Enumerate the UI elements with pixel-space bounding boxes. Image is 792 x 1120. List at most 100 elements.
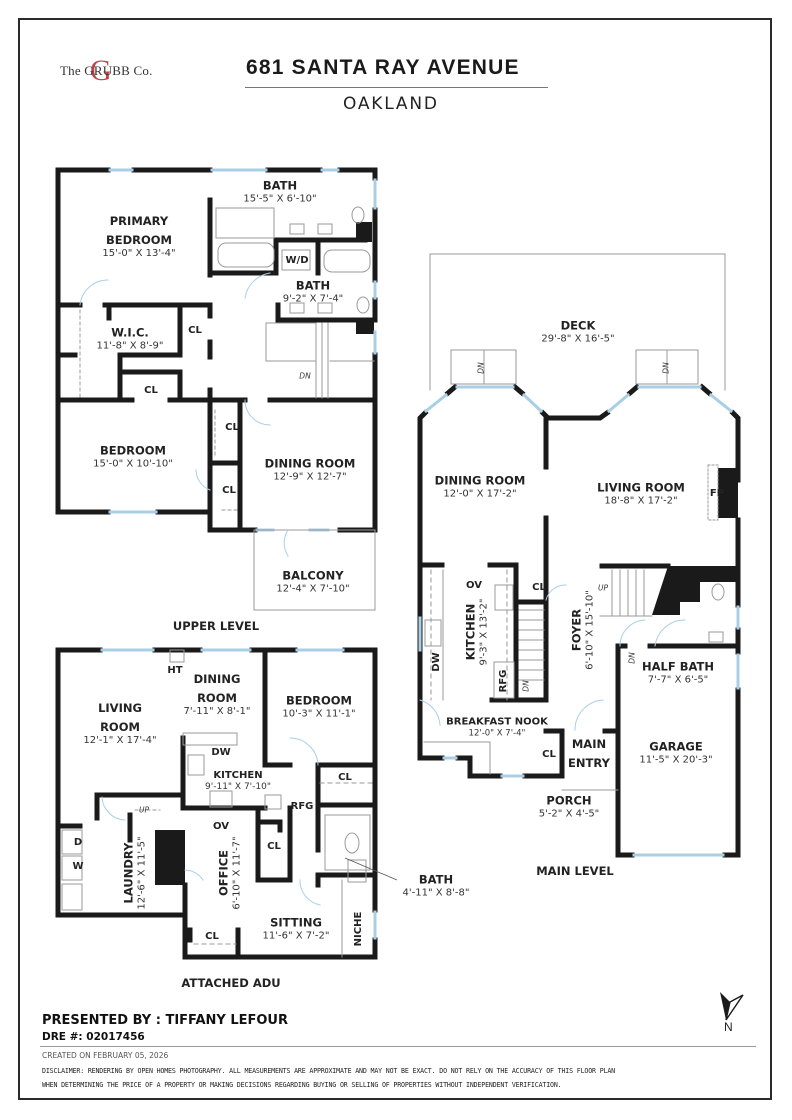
property-address: 681 SANTA RAY AVENUE <box>246 56 520 79</box>
room-dims: 15'-0" X 13'-4" <box>102 248 176 260</box>
room-main-garage: GARAGE 11'-5" X 20'-3" <box>639 735 712 766</box>
page-border <box>18 18 772 1100</box>
adu-fixtures <box>61 649 376 958</box>
room-main-half-bath: HALF BATH 7'-7" X 6'-5" <box>642 655 714 686</box>
heater-label: HT <box>167 665 183 676</box>
brand-logo-initial: G <box>90 54 112 87</box>
room-upper-balcony: BALCONY 12'-4" X 7'-10" <box>276 564 349 595</box>
room-name: SITTING <box>270 915 322 930</box>
brand-logo: G The GRUBB Co. <box>60 54 153 87</box>
adu-level-title: ATTACHED ADU <box>181 976 281 990</box>
disclaimer-line-1: DISCLAIMER: RENDERING BY OPEN HOMES PHOT… <box>42 1067 615 1075</box>
room-dims: 29'-8" X 16'-5" <box>541 333 615 345</box>
closet-label: CL <box>144 385 158 396</box>
room-main-porch: PORCH 5'-2" X 4'-5" <box>539 789 600 820</box>
room-name: W.I.C. <box>111 325 149 340</box>
room-dims: 5'-2" X 4'-5" <box>538 808 600 820</box>
room-upper-wic: W.I.C. 11'-8" X 8'-9" <box>97 321 164 352</box>
property-city: OAKLAND <box>343 94 439 114</box>
room-dims: 12'-4" X 7'-10" <box>276 583 350 595</box>
oven-label: OV <box>213 821 229 832</box>
room-dims: 11'-6" X 7'-2" <box>262 930 330 942</box>
room-name: BEDROOM <box>99 443 167 458</box>
room-dims: 10'-3" X 11'-1" <box>282 708 356 720</box>
room-main-breakfast-nook: BREAKFAST NOOK 12'-0" X 7'-4" <box>446 709 548 738</box>
dishwasher-label: DW <box>211 747 231 758</box>
room-name: PORCH <box>546 793 592 808</box>
closet-label: CL <box>205 931 219 942</box>
closet-label: CL <box>542 749 556 760</box>
room-name: DINING <box>193 671 241 686</box>
room-adu-bedroom: BEDROOM 10'-3" X 11'-1" <box>282 689 355 720</box>
room-dims: 9'-2" X 7'-4" <box>282 293 344 305</box>
closet-label: CL <box>188 325 202 336</box>
room-dims: 12'-9" X 12'-7" <box>273 471 347 483</box>
room-main-entry: MAIN ENTRY <box>568 733 610 771</box>
room-main-living-room: LIVING ROOM 18'-8" X 17'-2" <box>597 476 685 507</box>
room-name: ROOM <box>197 691 237 705</box>
room-name: HALF BATH <box>642 659 714 674</box>
room-adu-bath: BATH 4'-11" X 8'-8" <box>403 868 470 899</box>
adu-walls <box>55 647 378 960</box>
room-name: KITCHEN <box>213 770 263 782</box>
washer-dryer-label: W/D <box>285 255 309 266</box>
room-name: DINING ROOM <box>264 456 356 471</box>
room-name: GARAGE <box>649 739 703 754</box>
closet-label: CL <box>225 422 239 433</box>
dryer-label: D <box>73 837 83 848</box>
room-name: DECK <box>560 318 596 333</box>
niche-label: NICHE <box>353 911 364 947</box>
created-date: CREATED ON FEBRUARY 05, 2026 <box>42 1051 169 1060</box>
room-dims: 7'-11" X 8'-1" <box>183 706 251 718</box>
room-dims: 15'-0" X 10'-10" <box>93 458 173 470</box>
room-name: DINING ROOM <box>434 473 526 488</box>
room-dims: 18'-8" X 17'-2" <box>604 495 678 507</box>
upper-level-walls <box>55 167 378 533</box>
upper-level-fixtures <box>79 206 376 611</box>
title-divider <box>245 87 548 88</box>
refrigerator-label: RFG <box>290 801 314 812</box>
room-name: ENTRY <box>568 756 610 770</box>
room-dims: 12'-0" X 7'-4" <box>468 728 526 739</box>
room-dims: 11'-5" X 20'-3" <box>639 754 713 766</box>
room-upper-bedroom: BEDROOM 15'-0" X 10'-10" <box>93 439 173 470</box>
room-name: MAIN <box>571 736 607 751</box>
room-name: BREAKFAST NOOK <box>446 716 548 728</box>
room-dims: 15'-5" X 6'-10" <box>243 193 317 205</box>
room-name: PRIMARY <box>109 213 169 228</box>
room-dims: 9'-11" X 7'-10" <box>205 782 271 793</box>
dre-number: DRE #: 02017456 <box>42 1031 145 1043</box>
foyer-stair-up-label: UP <box>597 583 609 593</box>
closet-label: CL <box>267 841 281 852</box>
room-adu-sitting: SITTING 11'-6" X 7'-2" <box>263 911 330 942</box>
room-main-dining-room: DINING ROOM 12'-0" X 17'-2" <box>435 469 526 500</box>
oven-label: OV <box>466 580 482 591</box>
adu-windows <box>100 648 377 940</box>
room-main-deck: DECK 29'-8" X 16'-5" <box>541 314 614 345</box>
presented-by: PRESENTED BY : TIFFANY LEFOUR <box>42 1013 288 1028</box>
room-upper-dining-room: DINING ROOM 12'-9" X 12'-7" <box>265 452 356 483</box>
main-level-windows <box>418 385 740 857</box>
room-upper-primary-bedroom: PRIMARY BEDROOM 15'-0" X 13'-4" <box>102 210 175 260</box>
room-adu-living-room: LIVING ROOM 12'-1" X 17'-4" <box>83 697 156 747</box>
closet-label: CL <box>222 485 236 496</box>
room-dims: 12'-0" X 17'-2" <box>443 488 517 500</box>
main-level-fixtures <box>419 253 726 791</box>
disclaimer-line-2: WHEN DETERMINING THE PRICE OF A PROPERTY… <box>42 1081 562 1089</box>
room-name: BEDROOM <box>285 693 353 708</box>
room-dims: 7'-7" X 6'-5" <box>647 674 709 686</box>
room-name: BATH <box>418 872 454 887</box>
room-name: BATH <box>295 278 331 293</box>
north-arrow-icon <box>720 992 744 1021</box>
stair-down-label: DN <box>299 371 311 381</box>
room-name: BEDROOM <box>105 233 173 247</box>
upper-level-title: UPPER LEVEL <box>172 619 260 633</box>
room-adu-kitchen: KITCHEN 9'-11" X 7'-10" <box>205 763 271 793</box>
room-adu-dining-room: DINING ROOM 7'-11" X 8'-1" <box>184 668 251 718</box>
room-name: LIVING <box>98 700 142 715</box>
room-name: BALCONY <box>282 568 344 583</box>
room-upper-bath-primary: BATH 15'-5" X 6'-10" <box>243 174 316 205</box>
closet-label: CL <box>532 582 546 593</box>
north-label: N <box>724 1020 733 1034</box>
